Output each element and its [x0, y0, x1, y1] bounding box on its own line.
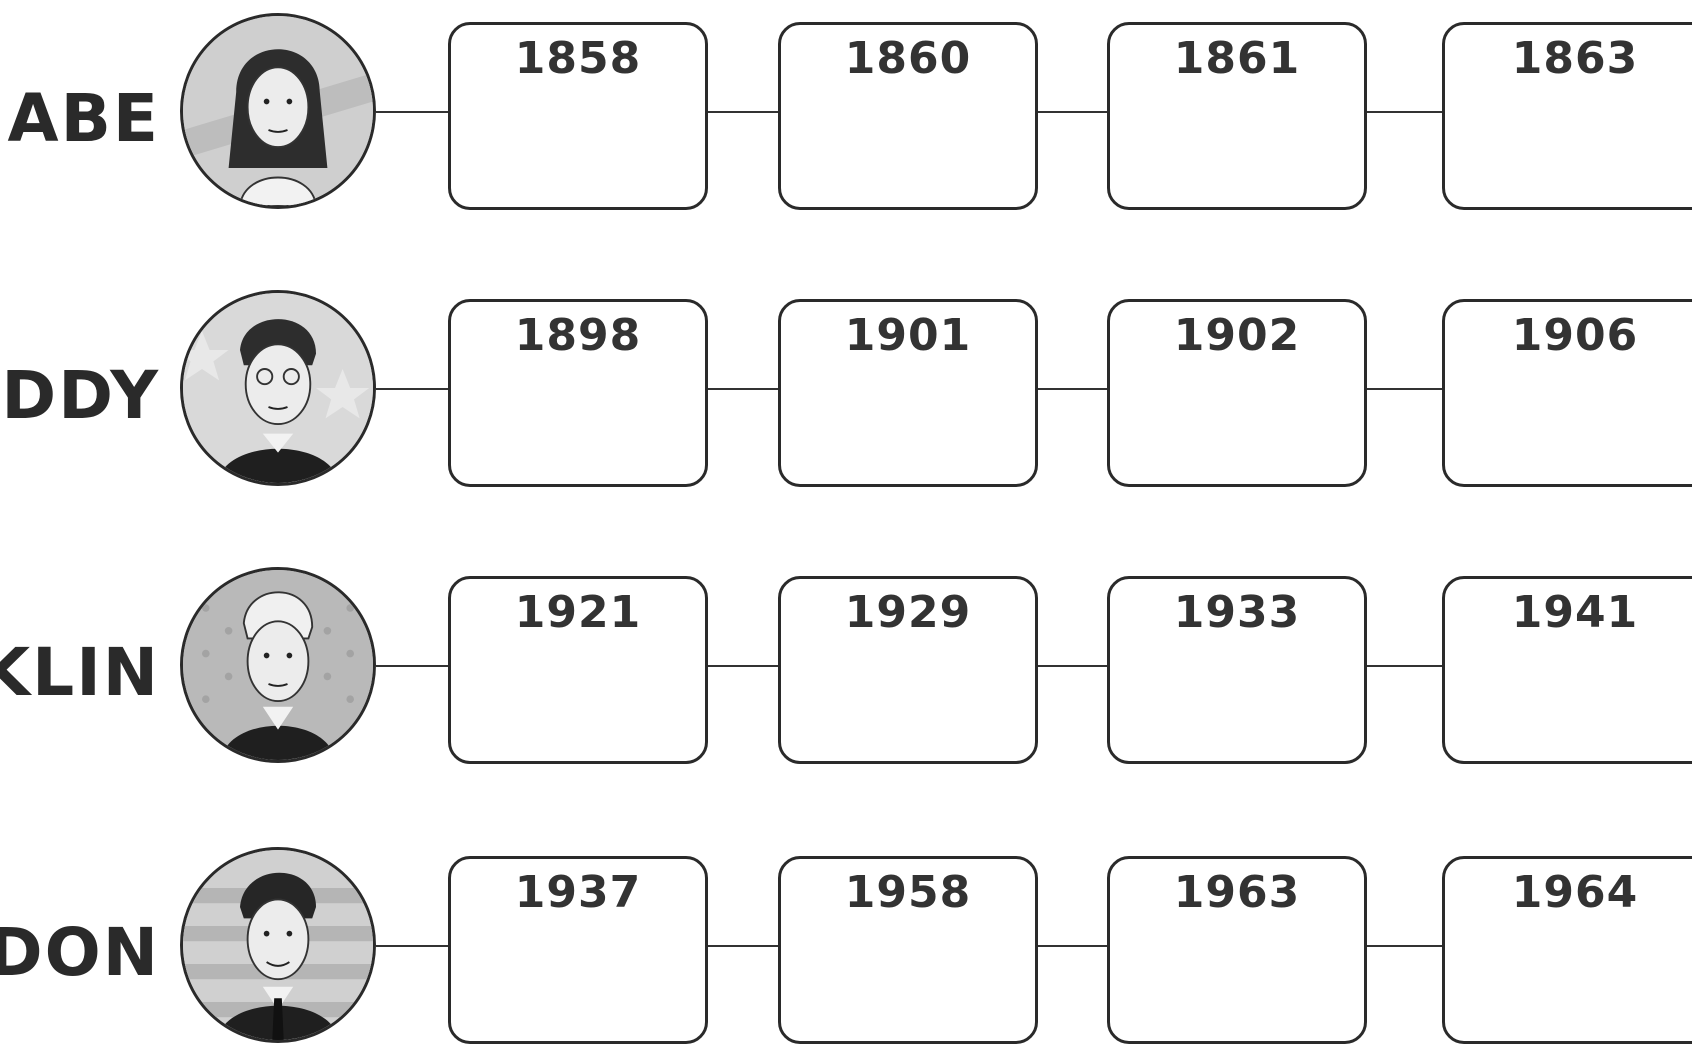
- year-label: 1921: [451, 587, 705, 638]
- timeline-row-don: DON 1937 1958 1963 1964: [0, 840, 1692, 1050]
- year-label: 1860: [781, 33, 1035, 84]
- timeline-box[interactable]: 1929: [778, 576, 1038, 764]
- year-label: 1906: [1445, 310, 1692, 361]
- year-label: 1964: [1445, 867, 1692, 918]
- timeline-box[interactable]: 1941: [1442, 576, 1692, 764]
- year-label: 1937: [451, 867, 705, 918]
- row-name: KLIN: [0, 638, 160, 708]
- timeline-box[interactable]: 1860: [778, 22, 1038, 210]
- year-label: 1963: [1110, 867, 1364, 918]
- year-label: 1861: [1110, 33, 1364, 84]
- timeline-box[interactable]: 1921: [448, 576, 708, 764]
- portrait-eddy: [180, 290, 376, 486]
- timeline-box[interactable]: 1861: [1107, 22, 1367, 210]
- timeline-box[interactable]: 1902: [1107, 299, 1367, 487]
- timeline-box[interactable]: 1858: [448, 22, 708, 210]
- year-label: 1958: [781, 867, 1035, 918]
- portrait-abe: [180, 13, 376, 209]
- portrait-don: [180, 847, 376, 1043]
- year-label: 1898: [451, 310, 705, 361]
- timeline-row-eddy: EDDY 1898 1901 1902 1906: [0, 283, 1692, 493]
- year-label: 1863: [1445, 33, 1692, 84]
- timeline-row-abe: ABE 1858 1860 1861 1863: [0, 6, 1692, 216]
- year-label: 1901: [781, 310, 1035, 361]
- row-name: ABE: [8, 84, 160, 154]
- timeline-box[interactable]: 1964: [1442, 856, 1692, 1044]
- year-label: 1933: [1110, 587, 1364, 638]
- year-label: 1902: [1110, 310, 1364, 361]
- year-label: 1858: [451, 33, 705, 84]
- timeline-box[interactable]: 1963: [1107, 856, 1367, 1044]
- timeline-box[interactable]: 1906: [1442, 299, 1692, 487]
- timeline-row-klin: KLIN 1921 1929 1933 1941: [0, 560, 1692, 770]
- row-name: EDDY: [0, 361, 160, 431]
- year-label: 1929: [781, 587, 1035, 638]
- timeline-box[interactable]: 1933: [1107, 576, 1367, 764]
- row-name: DON: [0, 918, 160, 988]
- timeline-box[interactable]: 1898: [448, 299, 708, 487]
- timeline-box[interactable]: 1958: [778, 856, 1038, 1044]
- portrait-klin: [180, 567, 376, 763]
- timeline-box[interactable]: 1863: [1442, 22, 1692, 210]
- timeline-box[interactable]: 1937: [448, 856, 708, 1044]
- year-label: 1941: [1445, 587, 1692, 638]
- timeline-box[interactable]: 1901: [778, 299, 1038, 487]
